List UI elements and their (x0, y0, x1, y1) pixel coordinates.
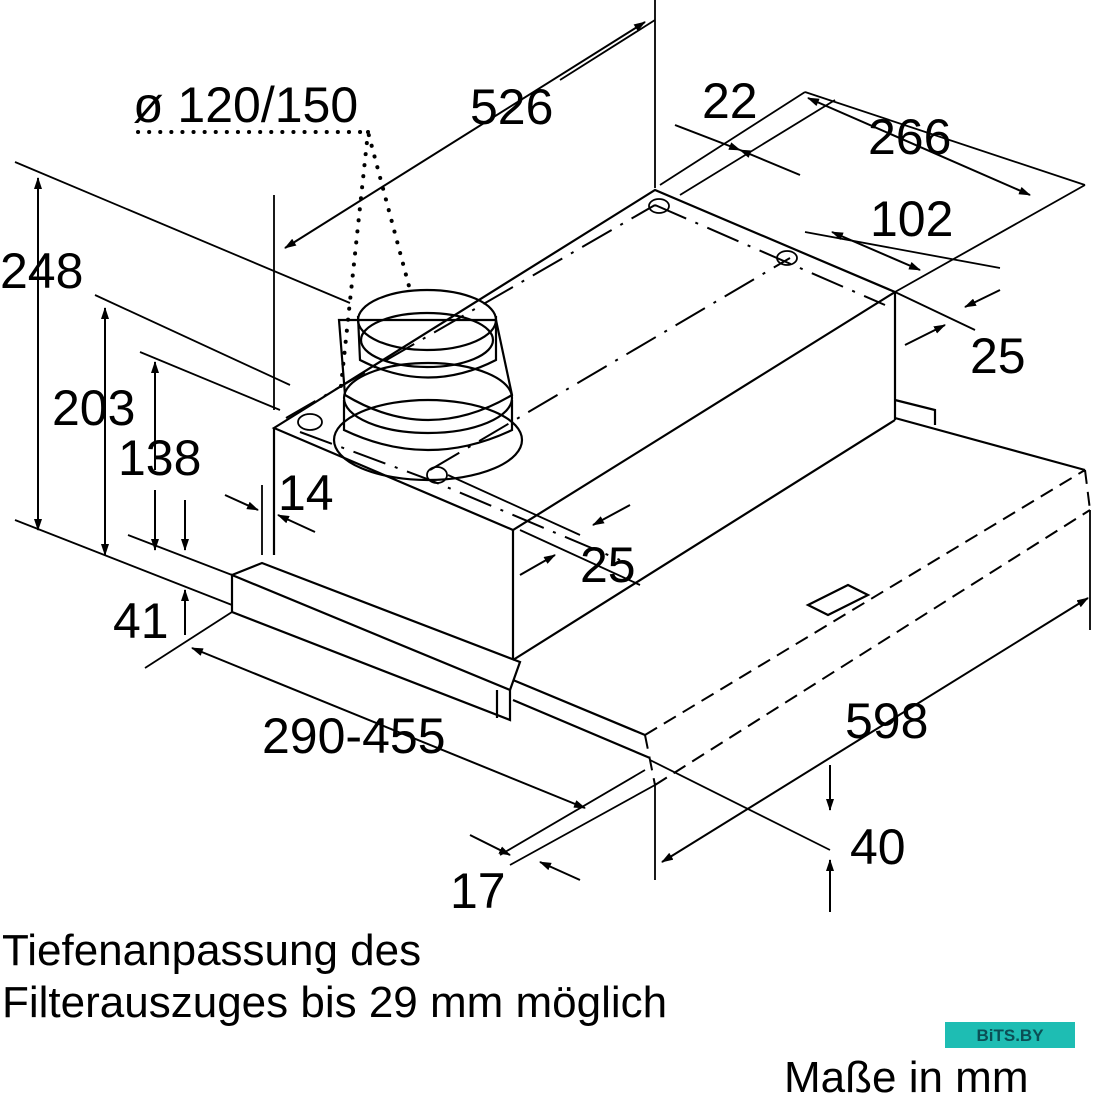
duct-connector (332, 288, 524, 482)
label-598: 598 (845, 693, 928, 749)
watermark-text: BiTS.BY (976, 1026, 1044, 1045)
label-40: 40 (850, 819, 906, 875)
label-266: 266 (868, 109, 951, 165)
label-138: 138 (118, 430, 201, 486)
dimension-labels: ø 120/150 526 22 266 102 25 248 203 138 … (0, 73, 1026, 919)
dimension-lines (14, 0, 1091, 912)
label-102: 102 (870, 191, 953, 247)
caption-line-2: Filterauszuges bis 29 mm möglich (2, 978, 667, 1027)
label-25-front: 25 (580, 537, 636, 593)
caption-line-1: Tiefenanpassung des (2, 926, 421, 975)
label-290-455: 290-455 (262, 708, 446, 764)
label-17: 17 (450, 863, 506, 919)
mounting-holes (297, 198, 798, 484)
watermark-logo: BiTS.BY (945, 1022, 1075, 1048)
label-203: 203 (52, 380, 135, 436)
label-248: 248 (0, 243, 83, 299)
label-14: 14 (278, 465, 334, 521)
label-526: 526 (470, 79, 553, 135)
label-41: 41 (113, 593, 169, 649)
units-note: Maße in mm (784, 1053, 1028, 1100)
label-22: 22 (702, 73, 758, 129)
label-duct-diameter: ø 120/150 (133, 77, 358, 133)
label-25-right: 25 (970, 328, 1026, 384)
